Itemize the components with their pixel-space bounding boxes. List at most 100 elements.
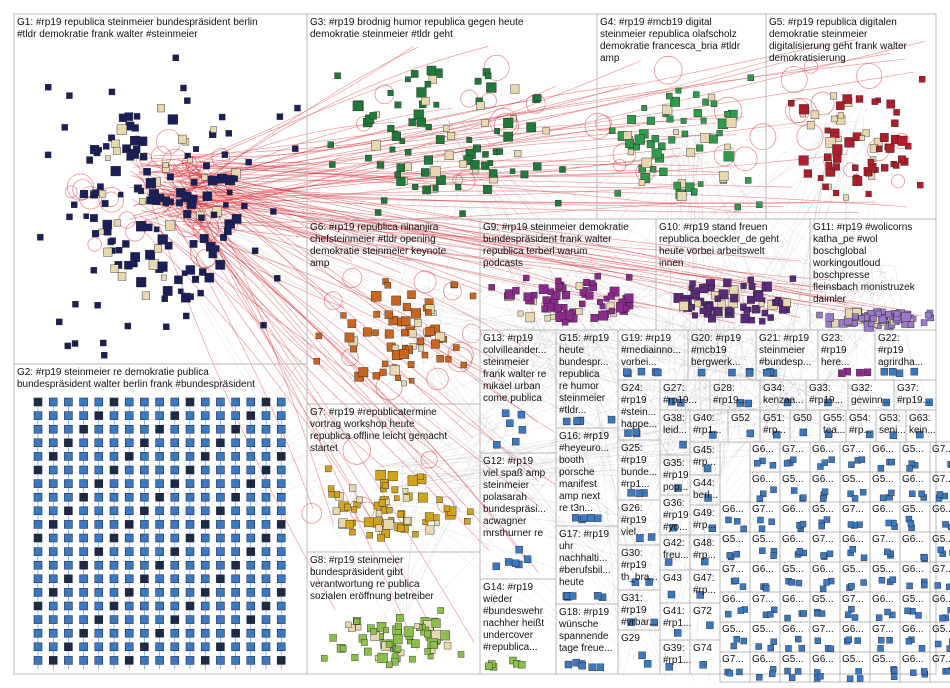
node bbox=[101, 352, 107, 358]
node bbox=[352, 654, 359, 661]
node bbox=[545, 315, 551, 321]
node bbox=[156, 452, 164, 460]
node bbox=[261, 322, 267, 328]
node bbox=[682, 131, 688, 137]
node bbox=[432, 619, 441, 628]
group-label-small: G7... bbox=[932, 444, 950, 455]
node bbox=[878, 645, 884, 651]
node bbox=[49, 398, 57, 406]
group-label-g29: G29 bbox=[621, 633, 640, 644]
node bbox=[518, 311, 523, 316]
group-label-g5: demokratisierung bbox=[769, 53, 846, 64]
node bbox=[402, 381, 407, 386]
node bbox=[188, 294, 194, 300]
node bbox=[876, 311, 881, 316]
node bbox=[587, 514, 594, 521]
node bbox=[860, 489, 866, 495]
node bbox=[666, 93, 672, 99]
node bbox=[171, 548, 179, 556]
node bbox=[34, 520, 42, 528]
node bbox=[409, 119, 416, 126]
node bbox=[417, 338, 424, 345]
node bbox=[717, 130, 723, 136]
node bbox=[506, 420, 513, 427]
node bbox=[80, 629, 88, 637]
node bbox=[550, 314, 555, 319]
node bbox=[125, 113, 133, 121]
node bbox=[583, 279, 589, 285]
node bbox=[872, 99, 878, 105]
group-label-g53: seni... bbox=[879, 425, 906, 436]
node bbox=[744, 308, 750, 314]
node bbox=[371, 141, 380, 150]
node bbox=[49, 643, 57, 651]
node bbox=[388, 90, 393, 95]
node bbox=[444, 506, 450, 512]
node bbox=[216, 520, 224, 528]
node bbox=[171, 507, 179, 515]
node bbox=[539, 285, 548, 294]
self-loop bbox=[654, 56, 682, 84]
node bbox=[277, 507, 285, 515]
node bbox=[328, 486, 334, 492]
node bbox=[111, 265, 119, 273]
node bbox=[731, 643, 737, 649]
node bbox=[232, 520, 240, 528]
node bbox=[741, 314, 750, 323]
node bbox=[887, 637, 893, 643]
group-label-g15: heute bbox=[559, 345, 584, 356]
group-label-g23: here... bbox=[821, 357, 849, 368]
node bbox=[64, 520, 72, 528]
node bbox=[95, 561, 103, 569]
node bbox=[365, 155, 371, 161]
group-label-g4: G4: #rp19 #mcb19 digital bbox=[600, 17, 712, 28]
group-label-g25: #rp1... bbox=[621, 479, 649, 490]
node bbox=[125, 425, 133, 433]
node bbox=[49, 520, 57, 528]
group-label-g35: G35: bbox=[663, 458, 685, 469]
node bbox=[634, 144, 640, 150]
group-label-g1: G1: #rp19 republica steinmeier bundesprä… bbox=[17, 17, 258, 28]
node bbox=[452, 282, 458, 288]
node bbox=[878, 465, 884, 471]
node bbox=[749, 284, 755, 290]
node bbox=[100, 340, 106, 346]
node bbox=[34, 548, 42, 556]
node bbox=[45, 152, 51, 158]
group-label-g8: bundespräsident gibt bbox=[310, 567, 403, 578]
node bbox=[232, 548, 240, 556]
node bbox=[277, 602, 285, 610]
group-label-g19: #mediainno... bbox=[621, 345, 681, 356]
node bbox=[186, 493, 194, 501]
node bbox=[789, 579, 795, 585]
node bbox=[635, 135, 645, 145]
node bbox=[382, 361, 388, 367]
node bbox=[34, 629, 42, 637]
group-label-small: G5... bbox=[872, 654, 894, 665]
node bbox=[427, 66, 436, 75]
group-label-g63: G63: bbox=[909, 413, 931, 424]
node bbox=[346, 520, 354, 528]
node bbox=[80, 643, 88, 651]
group-label-g12: G12: #rp19 bbox=[483, 456, 533, 467]
group-label-g39: G39: bbox=[663, 643, 685, 654]
node bbox=[852, 495, 858, 501]
node bbox=[673, 130, 678, 135]
node bbox=[408, 476, 418, 486]
node bbox=[594, 592, 601, 599]
node bbox=[527, 123, 536, 132]
node bbox=[724, 144, 730, 150]
node bbox=[886, 144, 894, 152]
node bbox=[381, 198, 387, 204]
node bbox=[216, 425, 224, 433]
node bbox=[888, 490, 894, 496]
node bbox=[316, 333, 322, 339]
group-label-g5: digitalisierung geht frank walter bbox=[769, 41, 908, 52]
node bbox=[511, 85, 520, 94]
node bbox=[826, 314, 834, 322]
node bbox=[216, 466, 224, 474]
node bbox=[425, 309, 431, 315]
node bbox=[262, 412, 270, 420]
node bbox=[481, 119, 488, 126]
node bbox=[364, 518, 373, 527]
